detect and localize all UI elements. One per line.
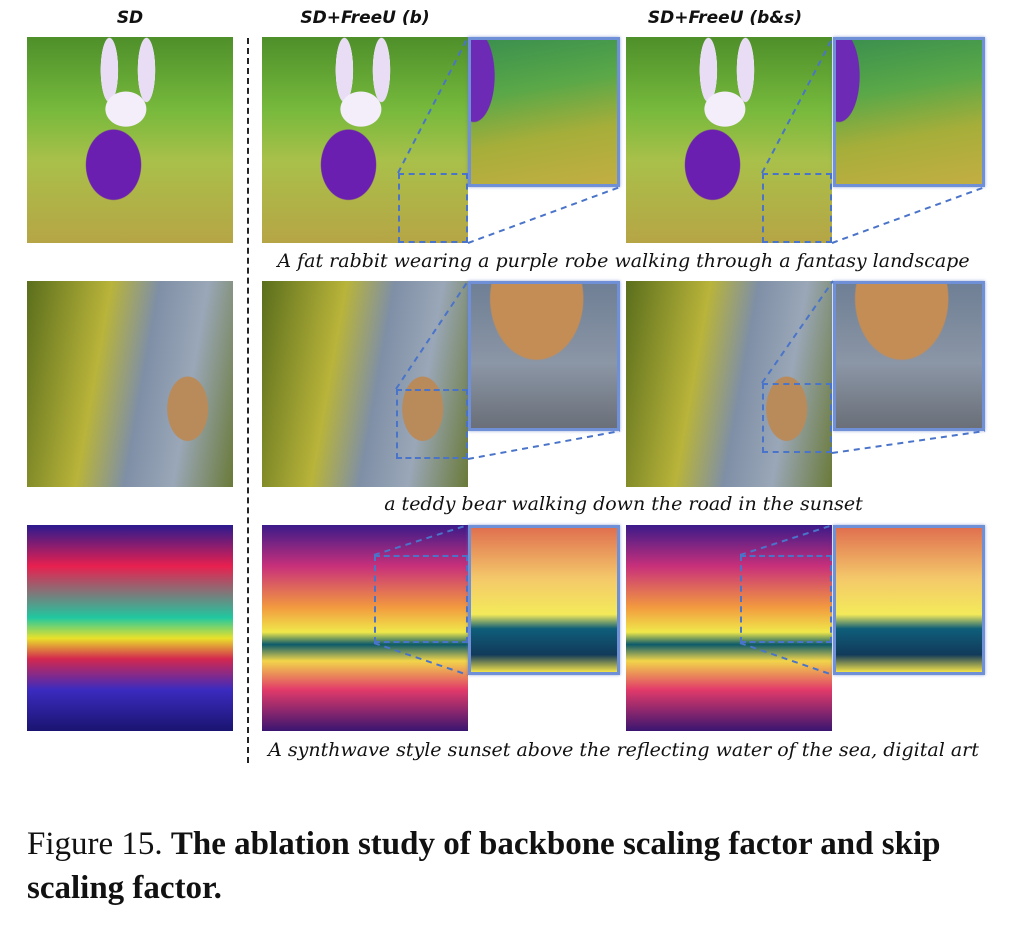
- row3-prompt: A synthwave style sunset above the refle…: [268, 739, 979, 761]
- freeu-b-bear-zoom-inset: [468, 281, 620, 431]
- figure-caption-text: The ablation study of backbone scaling f…: [27, 826, 941, 906]
- zoom-region-box: [762, 383, 832, 453]
- sd-sunset-image: [27, 525, 233, 731]
- freeu-bs-rabbit-image: [626, 37, 832, 243]
- zoom-region-box: [398, 173, 468, 243]
- zoom-region-box: [396, 389, 468, 459]
- freeu-b-sunset-image: [262, 525, 468, 731]
- zoom-region-box: [374, 555, 468, 643]
- column-divider: [247, 38, 249, 763]
- figure-caption: Figure 15. The ablation study of backbon…: [27, 822, 1007, 910]
- freeu-bs-sunset-zoom-inset: [833, 525, 985, 675]
- column-header-sd: SD: [116, 8, 144, 28]
- freeu-b-bear-image: [262, 281, 468, 487]
- freeu-b-rabbit-image: [262, 37, 468, 243]
- zoom-region-box: [740, 555, 832, 643]
- sd-rabbit-image: [27, 37, 233, 243]
- row2-prompt: a teddy bear walking down the road in th…: [384, 493, 863, 515]
- freeu-b-rabbit-zoom-inset: [468, 37, 620, 187]
- zoom-region-box: [762, 173, 832, 243]
- freeu-bs-rabbit-zoom-inset: [833, 37, 985, 187]
- column-header-freeu-b: SD+FreeU (b): [300, 8, 430, 28]
- column-header-freeu-bs: SD+FreeU (b&s): [647, 8, 803, 28]
- sd-bear-image: [27, 281, 233, 487]
- freeu-b-sunset-zoom-inset: [468, 525, 620, 675]
- row1-prompt: A fat rabbit wearing a purple robe walki…: [277, 250, 970, 272]
- freeu-bs-sunset-image: [626, 525, 832, 731]
- figure-label: Figure 15.: [27, 826, 163, 862]
- freeu-bs-bear-image: [626, 281, 832, 487]
- freeu-bs-bear-zoom-inset: [833, 281, 985, 431]
